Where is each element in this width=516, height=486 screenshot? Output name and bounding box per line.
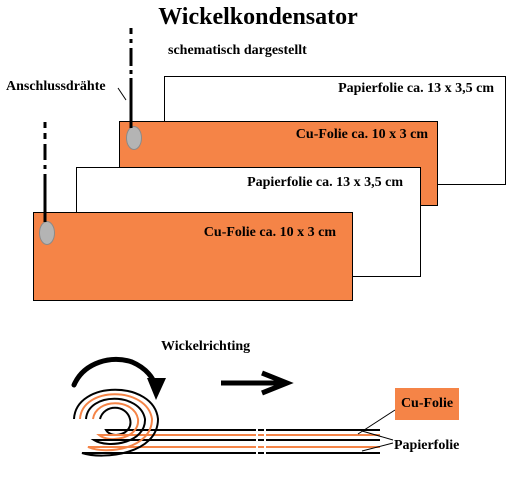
paper-foil-back-label: Papierfolie ca. 13 x 3,5 cm <box>338 81 494 96</box>
legend-paper-leader-1 <box>361 430 394 441</box>
terminal-back <box>126 126 142 150</box>
diagram-subtitle: schematisch dargestellt <box>168 43 307 58</box>
legend-paper-label: Papierfolie <box>394 438 460 453</box>
legend-copper-leader <box>357 409 396 435</box>
legend-copper-swatch: Cu-Folie <box>395 388 459 420</box>
wires-label-leader <box>117 87 127 101</box>
diagram-title: Wickelkondensator <box>158 4 358 30</box>
paper-foil-front-label: Papierfolie ca. 13 x 3,5 cm <box>247 175 403 190</box>
wires-label: Anschlussdrähte <box>6 79 106 94</box>
copper-foil-back-label: Cu-Folie ca. 10 x 3 cm <box>295 127 428 142</box>
legend-paper-leader-2 <box>361 442 394 452</box>
copper-foil-front: Cu-Folie ca. 10 x 3 cm <box>33 212 353 301</box>
rolled-foil <box>73 388 380 458</box>
winding-straight-arrow <box>221 370 294 396</box>
winding-direction-label: Wickelrichting <box>161 339 251 354</box>
copper-foil-front-label: Cu-Folie ca. 10 x 3 cm <box>203 225 336 240</box>
winding-curved-arrow <box>71 356 166 400</box>
terminal-front <box>39 221 55 245</box>
legend-copper-label: Cu-Folie <box>400 396 454 411</box>
